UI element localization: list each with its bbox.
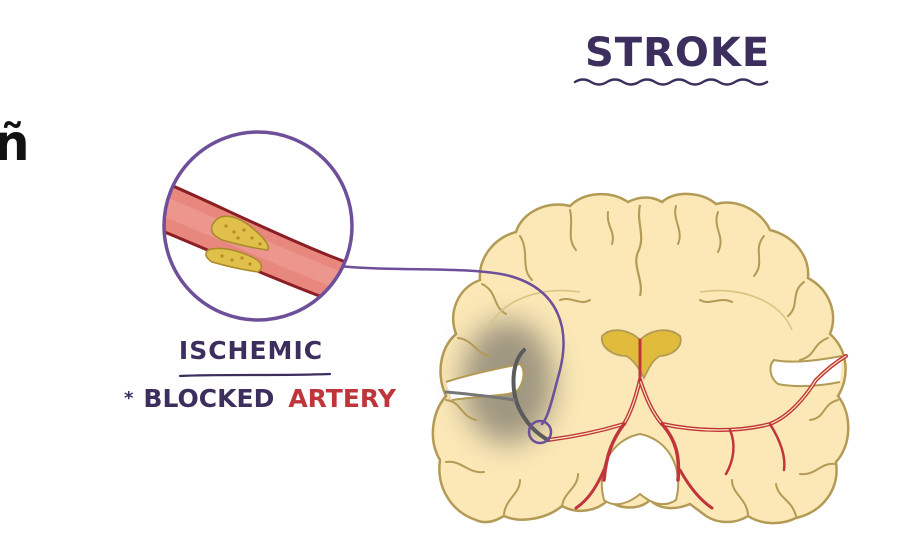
note-word-artery: ARTERY (288, 384, 396, 413)
magnified-artery-lens (162, 130, 354, 322)
lens-connector-line (336, 264, 565, 426)
cerebral-arteries (444, 338, 848, 510)
bullet-asterisk: * (124, 388, 134, 409)
occlusion-site-marker (527, 419, 553, 445)
blocked-branch (511, 348, 550, 442)
note-word-blocked: BLOCKED (143, 384, 275, 413)
cropped-edge-glyph: ñ (0, 114, 30, 172)
brain-sulci (445, 205, 839, 517)
lens-rim (162, 130, 354, 322)
cause-note: * BLOCKED ARTERY (124, 384, 396, 413)
sylvian-fissure-right (769, 355, 843, 388)
label-underline (178, 372, 332, 378)
longitudinal-fissure (635, 204, 643, 297)
page-title: STROKE (585, 30, 771, 76)
brain-coronal-section (431, 192, 850, 525)
stroke-type-label: ISCHEMIC (178, 336, 324, 365)
title-underline (573, 78, 769, 86)
plaque-bottom (205, 247, 263, 273)
gray-white-boundary (487, 289, 793, 331)
brainstem-notch (600, 432, 680, 506)
